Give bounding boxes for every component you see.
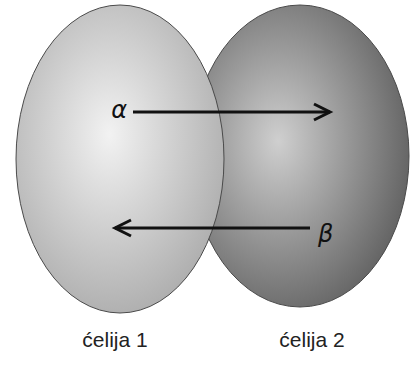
cell-label: ćelija 2 bbox=[202, 328, 414, 352]
cell-label: ćelija 1 bbox=[10, 328, 220, 352]
edge-label: β bbox=[318, 222, 333, 246]
cell-outline bbox=[15, 4, 225, 314]
edge-label: α bbox=[111, 98, 127, 122]
cell-node: ćelija 1 bbox=[15, 4, 225, 352]
